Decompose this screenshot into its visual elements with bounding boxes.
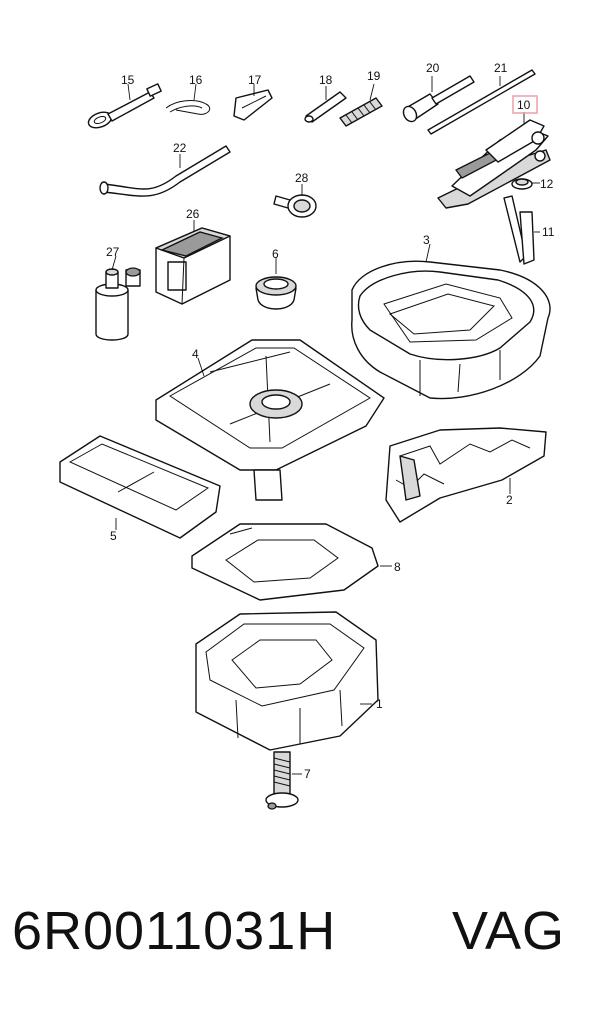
callout-11: 11 [542,225,555,239]
part-17-hook-tool [233,84,273,121]
callout-12: 12 [540,177,554,191]
callout-2: 2 [506,493,513,507]
part-number-label: 6R0011031H [12,901,337,961]
callout-4: 4 [192,347,199,361]
part-4-inner-tray [155,339,385,501]
callout-26: 26 [186,207,200,221]
callout-17: 17 [248,73,262,87]
part-7-bolt [265,751,302,810]
part-8-floor-mat [191,523,392,601]
callout-21: 21 [494,61,508,75]
callout-10: 10 [517,98,531,112]
part-2-side-foam [385,427,547,523]
callout-18: 18 [319,73,333,87]
callout-8: 8 [394,560,401,574]
callout-16: 16 [189,73,203,87]
part-27-sealant-bottle [95,255,141,341]
callout-7: 7 [304,767,311,781]
callout-22: 22 [173,141,187,155]
callout-27: 27 [106,245,120,259]
part-20-wrench-handle [402,75,475,123]
exploded-parts-diagram: 15 16 17 18 19 20 [59,61,555,810]
brand-label: VAG [452,901,566,961]
callout-15: 15 [121,73,135,87]
callout-28: 28 [295,171,309,185]
part-1-foam-insert [195,611,379,751]
callout-1: 1 [376,697,383,711]
part-21-rod [427,69,536,135]
callout-3: 3 [423,233,430,247]
part-16-clip [165,83,211,115]
part-5-tray [59,435,221,539]
part-6-screw-knob [255,258,297,310]
part-18-pin [304,86,347,123]
part-26-compressor [155,220,231,305]
part-19-threaded-bolt [339,83,383,127]
part-12-nut [511,178,540,190]
part-15-towing-eye [87,83,162,129]
callout-6: 6 [272,247,279,261]
part-3-wheel-insert [351,243,551,400]
callout-20: 20 [426,61,440,75]
callout-19: 19 [367,69,381,83]
part-28-gauge [273,184,317,218]
part-10-car-jack [437,112,551,209]
callout-5: 5 [110,529,117,543]
part-22-bent-lever [99,145,231,197]
part-11-bracket [503,195,540,265]
callout-10-highlight-box [512,95,538,114]
